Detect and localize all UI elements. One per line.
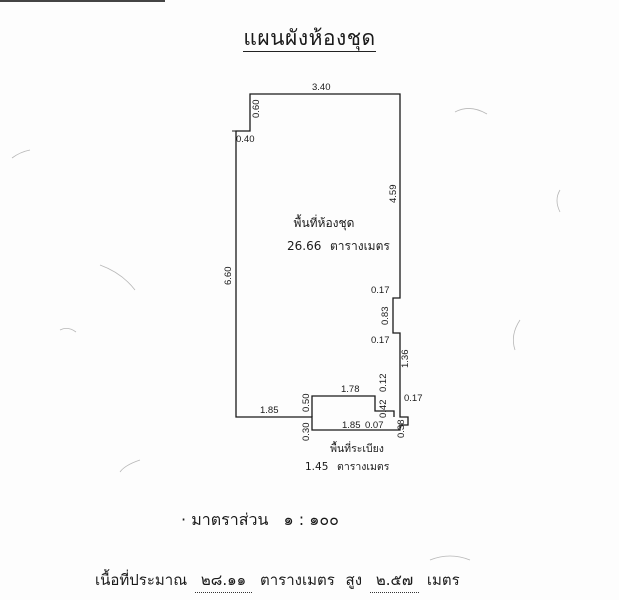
dim-balcony-inner-height-a: 0.12 bbox=[378, 374, 389, 393]
dim-top-width: 3.40 bbox=[312, 82, 331, 93]
dim-balcony-bottom-step: 0.07 bbox=[365, 420, 384, 431]
scale-value: ๑ : ๑๐๐ bbox=[283, 510, 339, 529]
room-label: พื้นที่ห้องชุด bbox=[294, 214, 355, 231]
summary-height-value: ๒.๕๗ bbox=[369, 568, 420, 593]
scale-bullet: · bbox=[181, 510, 187, 529]
scale-label: มาตราส่วน bbox=[191, 510, 269, 529]
dim-right-inset-height: 0.83 bbox=[380, 307, 391, 326]
dim-balcony-outer-height-left: 0.30 bbox=[301, 423, 312, 442]
dim-right-lower-height: 1.36 bbox=[400, 350, 411, 369]
balcony-outline bbox=[311, 395, 395, 417]
scale-line: · มาตราส่วน ๑ : ๑๐๐ bbox=[181, 508, 339, 533]
dim-bottom-left-width: 1.85 bbox=[260, 405, 279, 416]
summary-line: เนื้อที่ประมาณ ๒๘.๑๑ ตารางเมตร สูง ๒.๕๗ … bbox=[95, 568, 460, 593]
dim-left-height: 6.60 bbox=[223, 267, 234, 286]
balcony-label: พื้นที่ระเบียง bbox=[330, 441, 384, 455]
summary-area-value: ๒๘.๑๑ bbox=[194, 568, 253, 593]
balcony-area-unit: ตารางเมตร bbox=[337, 461, 390, 473]
room-outline bbox=[235, 93, 409, 431]
document-title: แผนผังห้องชุด bbox=[0, 22, 619, 55]
dim-balcony-top-width: 1.78 bbox=[341, 384, 360, 395]
scan-smudges bbox=[11, 108, 561, 561]
dim-right-step-2: 0.17 bbox=[371, 335, 390, 346]
dim-balcony-bottom-width: 1.85 bbox=[342, 420, 361, 431]
dim-top-left-notch-height: 0.60 bbox=[251, 100, 262, 119]
dim-balcony-inner-height-b: 0.42 bbox=[378, 400, 389, 419]
room-area-unit: ตารางเมตร bbox=[330, 239, 390, 253]
dim-balcony-left-height: 0.50 bbox=[301, 394, 312, 413]
dim-balcony-outer-height-right: 0.38 bbox=[396, 420, 407, 439]
top-rule bbox=[0, 0, 165, 2]
dim-right-upper-height: 4.59 bbox=[388, 185, 399, 204]
dim-top-left-notch-width: 0.40 bbox=[236, 134, 255, 145]
room-area-value: 26.66 bbox=[287, 239, 321, 253]
summary-height-prefix: สูง bbox=[345, 571, 363, 589]
dim-right-bottom-step: 0.17 bbox=[404, 393, 423, 404]
balcony-area-value: 1.45 bbox=[305, 461, 328, 473]
dim-right-step-1: 0.17 bbox=[371, 285, 390, 296]
summary-area-prefix: เนื้อที่ประมาณ bbox=[95, 571, 188, 589]
document-title-text: แผนผังห้องชุด bbox=[243, 26, 376, 52]
summary-height-unit: เมตร bbox=[426, 571, 460, 589]
summary-area-unit: ตารางเมตร bbox=[259, 571, 335, 589]
